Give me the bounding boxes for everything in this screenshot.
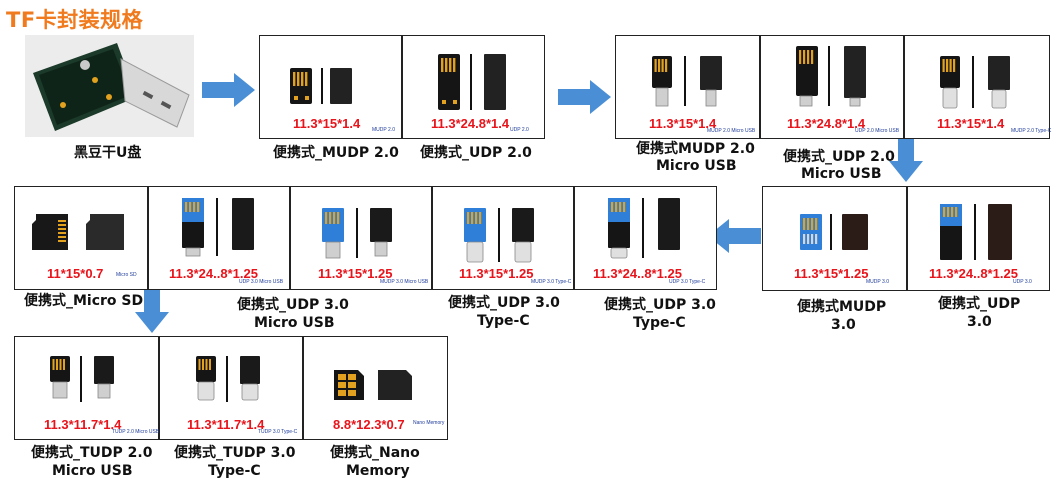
label-tudp30-line2: Type-C	[208, 463, 261, 479]
label-start: 黑豆干U盘	[74, 145, 142, 161]
mudp20-chip-illustration	[290, 68, 352, 104]
group1-divider	[401, 35, 403, 138]
udp30-typec-illustration	[608, 198, 680, 259]
label-nano-line1: 便携式_Nano	[330, 445, 420, 461]
tag-udp30-typec: UDP 3.0 Type-C	[669, 279, 706, 285]
dim-mudp30: 11.3*15*1.25	[794, 266, 869, 281]
tag-udp20: UDP 2.0	[510, 127, 529, 133]
dim-udp20: 11.3*24.8*1.4	[431, 116, 510, 131]
microsd-card-illustration	[32, 214, 124, 250]
group5-divider-1	[158, 336, 160, 439]
label-udp30-typec2-line1: 便携式_UDP 3.0	[604, 297, 716, 313]
usb-stick-illustration	[33, 43, 190, 131]
label-udp30-typec-line2: Type-C	[477, 313, 530, 329]
label-udp30-typec2-line2: Type-C	[633, 315, 686, 331]
dim-microsd: 11*15*0.7	[47, 266, 104, 281]
dim-mudp20-typec: 11.3*15*1.4	[937, 116, 1005, 131]
group2-divider-2	[903, 35, 905, 138]
dim-mudp30-typec: 11.3*15*1.25	[459, 266, 534, 281]
dim-tudp20-microusb: 11.3*11.7*1.4	[44, 417, 122, 432]
group4-microsd-frame	[14, 186, 148, 290]
group4-divider-1	[289, 186, 291, 289]
group5-frame	[14, 336, 448, 440]
nano-memory-card-illustration	[334, 370, 412, 400]
label-udp20-microusb-line1: 便携式_UDP 2.0	[783, 149, 895, 165]
dim-tudp30-typec: 11.3*11.7*1.4	[187, 417, 265, 432]
mudp30-typec-illustration	[464, 208, 534, 263]
tag-udp20-microusb: UDP 2.0 Micro USB	[855, 128, 900, 134]
arrow-right-icon	[202, 73, 255, 107]
page-title: TF卡封装规格	[6, 8, 144, 32]
tag-nano-memory: Nano Memory	[413, 420, 445, 426]
dim-nano-memory: 8.8*12.3*0.7	[333, 417, 405, 432]
tag-mudp30-typec: MUDP 3.0 Type-C	[531, 279, 572, 285]
tag-udp30-microusb: UDP 3.0 Micro USB	[239, 279, 284, 285]
group4-divider-3	[573, 186, 575, 289]
arrow-down-icon	[135, 290, 169, 333]
label-mudp20-microusb-line2: Micro USB	[656, 158, 737, 174]
label-nano-line2: Memory	[346, 463, 410, 479]
tag-mudp30: MUDP 3.0	[866, 279, 889, 285]
arrow-right-icon	[558, 80, 611, 114]
group3-divider	[906, 186, 908, 290]
dim-udp30-microusb: 11.3*24..8*1.25	[169, 266, 258, 281]
photo-usb-stick	[25, 35, 194, 137]
mudp20-typec-illustration	[940, 56, 1010, 109]
tag-mudp20-typec: MUDP 2.0 Type-C	[1011, 128, 1052, 134]
label-udp20-microusb-line2: Micro USB	[801, 166, 882, 182]
udp20-microusb-illustration	[796, 46, 866, 107]
mudp20-microusb-illustration	[652, 56, 722, 107]
label-udp20: 便携式_UDP 2.0	[420, 145, 532, 161]
tag-tudp20-microusb: TUDP 2.0 Micro USB	[112, 429, 160, 435]
label-mudp30-line2: 3.0	[831, 317, 856, 333]
tag-udp30: UDP 3.0	[1013, 279, 1032, 285]
udp20-chip-illustration	[438, 54, 506, 110]
label-tudp30-line1: 便携式_TUDP 3.0	[174, 445, 296, 461]
label-mudp30-line1: 便携式MUDP	[797, 299, 887, 315]
tag-microsd: Micro SD	[116, 272, 137, 278]
tag-mudp30-microusb: MUDP 3.0 Micro USB	[380, 279, 429, 285]
mudp30-microusb-illustration	[322, 208, 392, 259]
tag-mudp20-microusb: MUDP 2.0 Micro USB	[707, 128, 756, 134]
group4-divider-2	[431, 186, 433, 289]
tudp30-typec-illustration	[196, 356, 260, 402]
label-udp30-line1: 便携式_UDP	[938, 296, 1021, 312]
label-mudp20-microusb-line1: 便携式MUDP 2.0	[636, 141, 755, 157]
dim-udp30-typec: 11.3*24..8*1.25	[593, 266, 682, 281]
dim-mudp20: 11.3*15*1.4	[293, 116, 361, 131]
tudp20-microusb-illustration	[50, 356, 114, 402]
dim-udp30: 11.3*24..8*1.25	[929, 266, 1018, 281]
group2-frame	[615, 35, 1050, 139]
label-microsd: 便携式_Micro SD	[24, 293, 144, 309]
group5-divider-2	[302, 336, 304, 439]
udp30-microusb-illustration	[182, 198, 254, 257]
label-udp30-microusb-line2: Micro USB	[254, 315, 335, 331]
mudp30-chip-illustration	[800, 214, 868, 250]
udp30-chip-illustration	[940, 204, 1012, 260]
label-udp30-microusb-line1: 便携式_UDP 3.0	[237, 297, 349, 313]
arrow-down-icon	[889, 139, 923, 182]
dim-udp20-microusb: 11.3*24.8*1.4	[787, 116, 866, 131]
label-tudp20-line1: 便携式_TUDP 2.0	[31, 445, 153, 461]
dim-mudp30-microusb: 11.3*15*1.25	[318, 266, 393, 281]
label-udp30-line2: 3.0	[967, 314, 992, 330]
dim-mudp20-microusb: 11.3*15*1.4	[649, 116, 717, 131]
label-tudp20-line2: Micro USB	[52, 463, 133, 479]
arrow-left-icon	[708, 219, 761, 253]
label-udp30-typec-line1: 便携式_UDP 3.0	[448, 295, 560, 311]
label-mudp20: 便携式_MUDP 2.0	[273, 145, 399, 161]
tag-mudp20: MUDP 2.0	[372, 127, 395, 133]
group2-divider-1	[759, 35, 761, 138]
tag-tudp30-typec: TUDP 3.0 Type-C	[258, 429, 298, 435]
